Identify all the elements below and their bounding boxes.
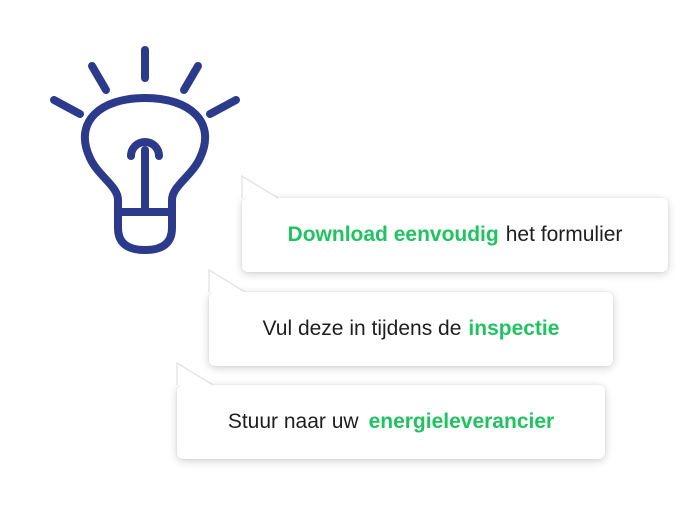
bubble-text: het formulier (505, 223, 623, 246)
bubble-tail (208, 268, 246, 293)
bubble-highlight: energieleverancier (368, 410, 555, 433)
ray-upper-left (88, 62, 110, 94)
bubble-highlight: inspectie (468, 317, 560, 340)
bubble-highlight: Download eenvoudig (287, 223, 499, 246)
bubble-text: Stuur naar uw (227, 410, 359, 433)
bulb-outline (80, 94, 210, 216)
speech-bubble-download: Download eenvoudig het formulier (241, 174, 668, 272)
ray-right (206, 96, 240, 118)
ray-upper-right (180, 62, 202, 94)
speech-bubble-fill-in: Vul deze in tijdens de inspectie (208, 268, 613, 366)
bubble-tail (176, 361, 214, 386)
lightbulb-icon (50, 46, 240, 254)
bubble-text: Vul deze in tijdens de (262, 317, 462, 340)
speech-bubble-send: Stuur naar uw energieleverancier (176, 361, 605, 459)
ray-left (50, 96, 84, 118)
filament-arc (127, 138, 163, 160)
bulb-base (114, 208, 176, 254)
bubble-tail (241, 174, 279, 199)
